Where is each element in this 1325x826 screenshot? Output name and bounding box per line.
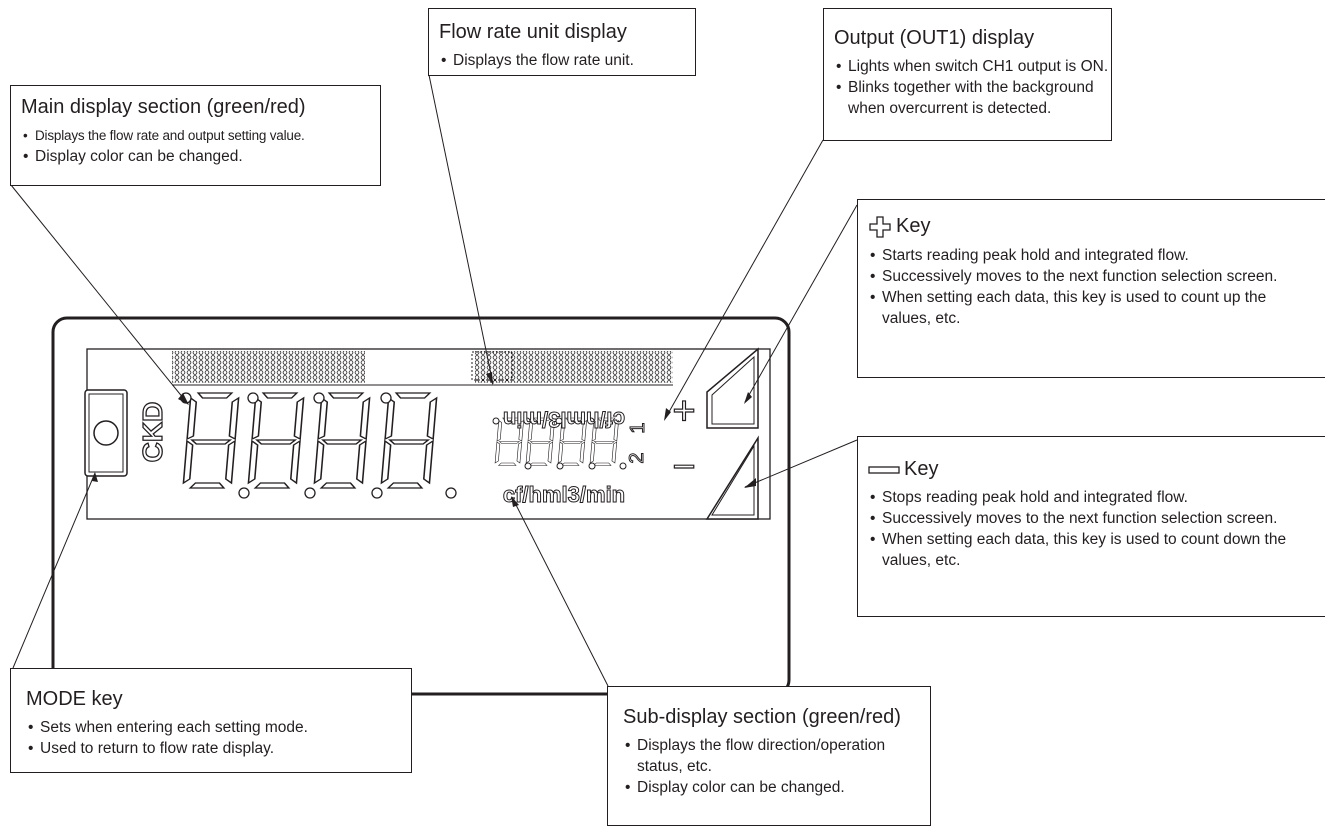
callout-title: Key	[896, 215, 931, 237]
callout-bullet: Displays the flow rate unit.	[439, 50, 695, 71]
callout-bullet: Blinks together with the background when…	[834, 77, 1098, 119]
callout-main-display: Main display section (green/red) Display…	[10, 85, 381, 186]
callout-bullet: Stops reading peak hold and integrated f…	[868, 487, 1325, 508]
mode-key[interactable]	[84, 389, 128, 477]
callout-title: Main display section (green/red)	[21, 96, 306, 118]
unit-display-top: cf/hml3/min	[503, 407, 625, 432]
callout-bullet: When setting each data, this key is used…	[868, 529, 1312, 571]
plus-key-icon	[869, 216, 891, 238]
unit-display-bottom: cf/hml3/min	[503, 482, 625, 507]
sub-display-digits	[492, 417, 627, 470]
callout-minus-key: Key Stops reading peak hold and integrat…	[857, 436, 1325, 617]
callout-sub-display: Sub-display section (green/red) Displays…	[607, 686, 931, 826]
callout-plus-key: Key Starts reading peak hold and integra…	[857, 199, 1325, 378]
leader-lines	[10, 74, 858, 687]
callout-bullet: Lights when switch CH1 output is ON.	[834, 56, 1111, 77]
main-display-digits	[180, 392, 457, 499]
dot-pattern-left	[172, 351, 365, 383]
minus-key[interactable]	[705, 435, 759, 520]
callout-title: Key	[904, 458, 939, 480]
callout-title: Output (OUT1) display	[834, 27, 1035, 49]
callout-bullet: Sets when entering each setting mode.	[26, 717, 411, 738]
callout-bullet: When setting each data, this key is used…	[868, 287, 1312, 329]
callout-title: Flow rate unit display	[439, 21, 627, 43]
out1-indicator: 1	[627, 422, 649, 433]
callout-title: Sub-display section (green/red)	[623, 706, 901, 728]
callout-bullet: Display color can be changed.	[21, 146, 380, 167]
callout-bullet: Displays the flow rate and output settin…	[21, 125, 380, 146]
callout-mode-key: MODE key Sets when entering each setting…	[10, 668, 412, 773]
plus-symbol: +	[672, 389, 695, 433]
brand-logo: CKD	[137, 402, 168, 463]
mode-key-circle-icon	[93, 420, 119, 446]
out2-indicator: 2	[626, 452, 648, 463]
callout-title: MODE key	[26, 688, 123, 710]
callout-bullet: Starts reading peak hold and integrated …	[868, 245, 1325, 266]
callout-bullet: Successively moves to the next function …	[868, 266, 1312, 287]
plus-key[interactable]	[706, 347, 759, 429]
callout-bullet: Displays the flow direction/operation st…	[623, 735, 917, 777]
callout-bullet: Successively moves to the next function …	[868, 508, 1312, 529]
dot-pattern-right	[475, 351, 673, 383]
callout-bullet: Used to return to flow rate display.	[26, 738, 411, 759]
minus-key-icon	[868, 466, 900, 474]
callout-out1-display: Output (OUT1) display Lights when switch…	[823, 8, 1112, 141]
device-bezel	[51, 316, 791, 696]
callout-bullet: Display color can be changed.	[623, 777, 930, 798]
minus-symbol: −	[672, 445, 695, 489]
callout-flow-unit: Flow rate unit display Displays the flow…	[428, 8, 696, 76]
